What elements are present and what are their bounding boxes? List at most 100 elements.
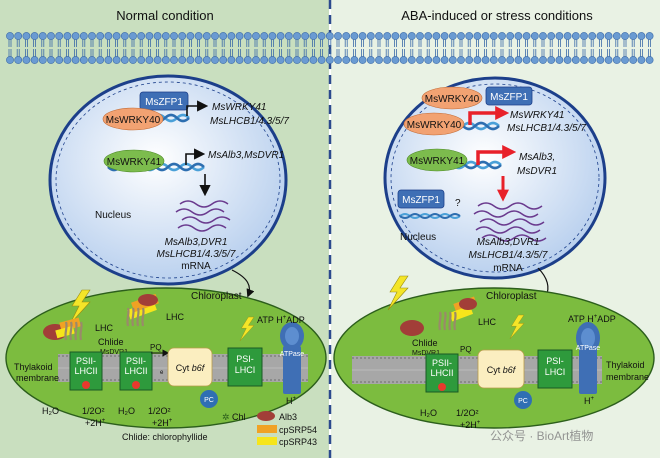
- right-arrow-wrky40: [468, 106, 510, 125]
- left-atpase-label: ATPase: [280, 351, 304, 358]
- right-chloroplast-label: Chloroplast: [486, 291, 537, 302]
- right-atp-group: ATP H+ADP: [568, 314, 616, 324]
- left-alb3-2: [138, 294, 158, 306]
- left-mszfp1-box: [139, 91, 189, 111]
- left-target-lhcb1: MsLHCB1/4.3/5/7: [210, 116, 289, 127]
- left-mrna-line2: MsLHCB1/4.3/5/7: [157, 249, 236, 260]
- right-arrow-wrky41: [476, 145, 517, 165]
- left-psii-1-a: PSII-: [76, 356, 96, 366]
- right-chlide-label: Chlide: [412, 338, 438, 348]
- left-split-2b: +2H+: [152, 418, 173, 428]
- left-atp-group: ATP H+ADP: [257, 315, 305, 325]
- right-thylakoid-label-b: membrane: [606, 372, 649, 382]
- left-mrna: [175, 200, 231, 232]
- right-psii-b: LHCII: [430, 368, 453, 378]
- left-psii-1: [69, 351, 103, 391]
- left-mswrky41-label: MsWRKY41: [107, 157, 162, 168]
- left-mswrky40-label: MsWRKY40: [106, 115, 161, 126]
- left-mrna-line3: mRNA: [181, 261, 211, 272]
- right-electron: [438, 383, 446, 391]
- left-nucleus-label: Nucleus: [95, 210, 131, 221]
- watermark: 公众号 · BioArt植物: [490, 428, 593, 443]
- right-mswrky41-oval: [406, 148, 468, 172]
- right-nucleus-label: Nucleus: [400, 232, 436, 243]
- right-h2o: H₂O: [420, 408, 437, 418]
- legend-alb3-label: Alb3: [279, 412, 297, 422]
- left-h2o-2: H₂O: [118, 406, 135, 416]
- right-mswrky40-label: MsWRKY40: [407, 120, 462, 131]
- right-mszfp1-label: MsZFP1: [402, 195, 440, 206]
- left-nucleus: [48, 74, 288, 286]
- left-pc: [200, 390, 218, 408]
- right-target-dvr1: MsDVR1: [517, 166, 557, 177]
- legend-cpsrp43-swatch: [257, 437, 277, 445]
- left-target-wrky41: MsWRKY41: [212, 102, 266, 113]
- right-mrna-line3: mRNA: [493, 263, 523, 274]
- right-cyt-label: Cyt b6f: [487, 365, 517, 375]
- left-target-alb3-dvr1: MsAlb3,MsDVR1: [208, 150, 284, 161]
- left-thylakoid-label-a: Thylakoid: [14, 362, 53, 372]
- right-psi-a: PSI-: [546, 356, 564, 366]
- right-question: ?: [455, 198, 461, 209]
- right-hplus-bottom: H+: [584, 396, 595, 406]
- left-electron-1: [82, 381, 90, 389]
- right-thylakoid-label-a: Thylakoid: [606, 360, 645, 370]
- left-lhc-label-1: LHC: [95, 323, 114, 333]
- right-nucleus: [383, 76, 607, 280]
- left-pc-label: PC: [204, 397, 214, 404]
- left-cyt-label: Cyt b6f: [176, 363, 206, 373]
- left-psi: [227, 347, 263, 387]
- left-hplus-bottom: H+: [286, 396, 297, 406]
- left-split-1a: 1/2O²: [82, 406, 105, 416]
- right-target-wrky41: MsWRKY41: [510, 110, 564, 121]
- right-psi-b: LHCI: [545, 367, 566, 377]
- right-mszfp1-box-top: [485, 86, 533, 106]
- left-psi-a: PSI-: [236, 354, 254, 364]
- right-mszfp1-box: [397, 189, 445, 209]
- legend-alb3-swatch: [257, 411, 275, 421]
- right-lhc-label: LHC: [478, 317, 497, 327]
- right-mszfp1-label-top: MsZFP1: [490, 92, 528, 103]
- left-arrow-wrky41: [185, 148, 206, 165]
- left-split-2a: 1/2O²: [148, 406, 171, 416]
- right-mswrky40-oval: [403, 112, 465, 136]
- left-mrna-line1: MsAlb3,DVR1: [165, 237, 228, 248]
- right-atpase: [576, 322, 600, 394]
- left-msdvr1-label: MsDVR1: [100, 349, 128, 356]
- right-mrna-line2: MsLHCB1/4.3/5/7: [469, 250, 548, 261]
- left-psii-2-b: LHCII: [124, 366, 147, 376]
- left-atpase: [280, 322, 304, 394]
- right-mrna: [473, 202, 547, 242]
- legend-footnote: Chlide: chlorophyllide: [122, 432, 208, 442]
- left-arrow-to-chloroplast: [231, 269, 255, 298]
- right-mswrky40-label-top: MsWRKY40: [425, 94, 480, 105]
- right-split-b: +2H+: [460, 420, 481, 430]
- right-cyt-b6f: [477, 349, 525, 389]
- right-psi: [537, 349, 573, 389]
- right-target-alb3: MsAlb3,: [519, 152, 555, 163]
- left-chlide-label: Chlide: [98, 337, 124, 347]
- left-mswrky40-oval: [102, 107, 164, 131]
- right-mswrky40-oval-top: [421, 86, 483, 110]
- left-h2o-1: H₂O: [42, 406, 59, 416]
- left-mszfp1-label: MsZFP1: [145, 97, 183, 108]
- legend: ✲ Chl Alb3 cpSRP54 cpSRP43 Chlide: chlor…: [122, 411, 317, 447]
- left-electron-e: e: [160, 370, 164, 376]
- legend-cpsrp54-swatch: [257, 425, 277, 433]
- legend-cpsrp43-label: cpSRP43: [279, 437, 317, 447]
- left-split-1b: +2H+: [85, 418, 106, 428]
- right-psii-a: PSII-: [432, 358, 452, 368]
- right-mswrky41-label: MsWRKY41: [410, 156, 465, 167]
- right-split-a: 1/2O²: [456, 408, 479, 418]
- right-target-lhcb1: MsLHCB1/4.3/5/7: [507, 123, 586, 134]
- left-arrow-wrky40: [186, 100, 209, 116]
- left-psi-b: LHCI: [235, 365, 256, 375]
- left-cyt-b6f: [167, 347, 213, 387]
- left-lhc-label-2: LHC: [166, 312, 185, 322]
- right-dna-3: [399, 213, 461, 219]
- left-thylakoid-label-b: membrane: [16, 373, 59, 383]
- left-chloroplast-label: Chloroplast: [191, 291, 242, 302]
- left-mswrky41-oval: [103, 149, 165, 173]
